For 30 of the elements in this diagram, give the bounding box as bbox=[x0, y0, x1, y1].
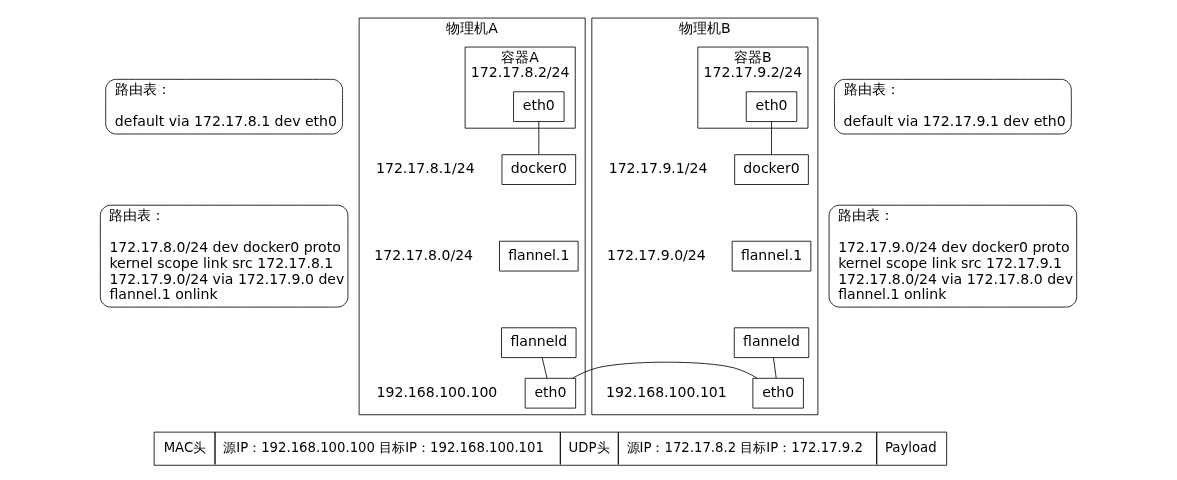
node-box: 路由表： 172.17.8.0/24 dev docker0 proto kernel scope link src 172.17.8.1 172.17.9.0/24 via 172.17.9.0 dev flannel.1 onlink bbox=[99, 204, 349, 308]
node-label: 172.17.8.0/24 bbox=[374, 246, 474, 263]
node-label: 172.17.9.1/24 bbox=[608, 160, 708, 176]
connector bbox=[773, 357, 777, 379]
node-label: 172.17.9.0/24 bbox=[607, 246, 706, 263]
node-label: 192.168.100.101 bbox=[605, 383, 727, 400]
node-box: docker0 bbox=[734, 154, 809, 185]
connector bbox=[538, 121, 540, 156]
node-box: 路由表： default via 172.17.9.1 dev eth0 bbox=[834, 78, 1072, 135]
node-label: 172.17.8.1/24 bbox=[376, 160, 475, 176]
node-box: eth0 bbox=[752, 377, 804, 409]
connector bbox=[572, 361, 758, 379]
node-box: eth0 bbox=[745, 91, 798, 122]
label: Payload bbox=[884, 439, 937, 455]
node-box: flanneld bbox=[501, 327, 577, 358]
node-box: flannel.1 bbox=[499, 240, 579, 272]
node-box: flanneld bbox=[733, 327, 810, 358]
node-box: 路由表： 172.17.9.0/24 dev docker0 proto kernel scope link src 172.17.9.1 172.17.8.0/24 via 172.17.8.0 dev flannel.1 onlink bbox=[828, 204, 1078, 308]
node-box: eth0 bbox=[513, 91, 565, 122]
node-box: 路由表： default via 172.17.8.1 dev eth0 bbox=[105, 78, 343, 135]
label: MAC头 bbox=[163, 439, 207, 455]
node-box: eth0 bbox=[524, 377, 577, 409]
label: 源IP：172.17.8.2 目标IP：172.17.9.2 bbox=[626, 439, 863, 455]
connector bbox=[541, 357, 548, 379]
node-box: flannel.1 bbox=[731, 240, 812, 272]
label: UDP头 bbox=[568, 439, 610, 455]
connector bbox=[771, 121, 772, 156]
label: 源IP：192.168.100.100 目标IP：192.168.100.101 bbox=[223, 439, 544, 455]
node-label: 192.168.100.100 bbox=[376, 383, 498, 400]
node-box: docker0 bbox=[501, 154, 577, 185]
